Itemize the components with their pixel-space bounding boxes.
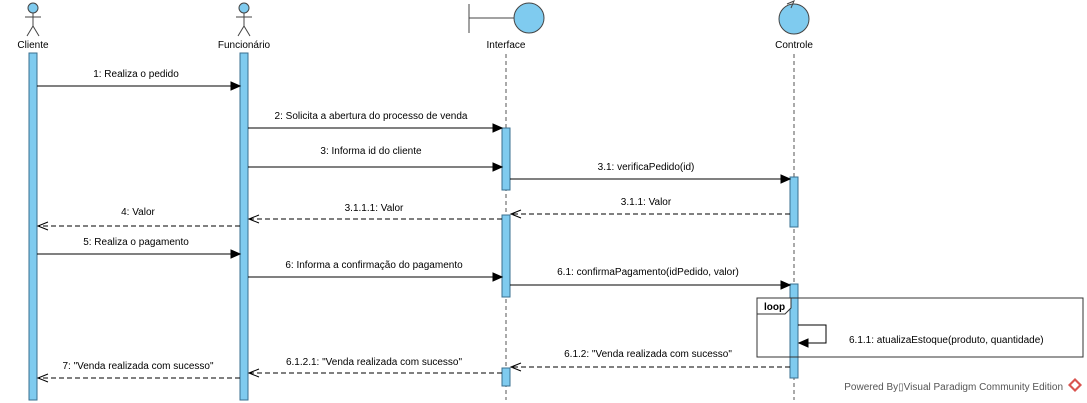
message-6-1-2-label: 6.1.2: "Venda realizada com sucesso" — [564, 349, 732, 360]
message-4-label: 4: Valor — [121, 207, 155, 218]
activation-bar-cliente — [28, 52, 38, 401]
message-6-1-label: 6.1: confirmaPagamento(idPedido, valor) — [557, 267, 739, 278]
watermark: Powered By▯Visual Paradigm Community Edi… — [844, 378, 1082, 393]
lifeline-label-cliente: Cliente — [17, 40, 49, 51]
boundary-icon — [468, 2, 545, 34]
message-6-1-1-label: 6.1.1: atualizaEstoque(produto, quantida… — [849, 335, 1044, 346]
message-3-1-1-1-label: 3.1.1.1: Valor — [345, 203, 404, 214]
message-1[interactable]: 1: Realiza o pedido — [37, 69, 242, 91]
activation-bar-funcionario — [239, 52, 249, 401]
actor-cliente[interactable]: Cliente — [17, 2, 49, 51]
message-5-label: 5: Realiza o pagamento — [83, 237, 189, 248]
actor-funcionario[interactable]: Funcionário — [218, 2, 271, 51]
lifeline-label-interface: Interface — [487, 40, 526, 51]
activation-bar-interface-3 — [501, 367, 511, 387]
message-2[interactable]: 2: Solicita a abertura do processo de ve… — [248, 111, 504, 133]
message-6-1-2-1-label: 6.1.2.1: "Venda realizada com sucesso" — [286, 357, 463, 368]
message-6-1[interactable]: 6.1: confirmaPagamento(idPedido, valor) — [510, 267, 792, 290]
message-3-1-1[interactable]: 3.1.1: Valor — [509, 197, 790, 219]
boundary-interface[interactable]: Interface — [468, 2, 545, 51]
message-6-1-1[interactable]: 6.1.1: atualizaEstoque(produto, quantida… — [797, 324, 1044, 348]
loop-fragment-label: loop — [764, 302, 785, 313]
watermark-text: Powered By▯Visual Paradigm Community Edi… — [844, 382, 1063, 393]
message-3-1-label: 3.1: verificaPedido(id) — [598, 162, 695, 173]
loop-fragment[interactable]: loop — [756, 297, 1084, 358]
lifeline-label-controle: Controle — [775, 40, 813, 51]
activation-bar-controle-2 — [789, 283, 799, 379]
message-4[interactable]: 4: Valor — [36, 207, 240, 231]
message-6-label: 6: Informa a confirmação do pagamento — [285, 260, 463, 271]
message-1-label: 1: Realiza o pedido — [93, 69, 179, 80]
activation-bar-interface-2 — [501, 214, 511, 298]
message-3-label: 3: Informa id do cliente — [320, 146, 422, 157]
message-6-1-2-1[interactable]: 6.1.2.1: "Venda realizada com sucesso" — [247, 357, 502, 378]
message-3-1-1-1[interactable]: 3.1.1.1: Valor — [247, 203, 502, 224]
message-6[interactable]: 6: Informa a confirmação do pagamento — [248, 260, 504, 282]
actor-icon — [236, 2, 252, 37]
control-icon — [778, 0, 810, 35]
message-5[interactable]: 5: Realiza o pagamento — [37, 237, 242, 259]
message-3-1-1-label: 3.1.1: Valor — [621, 197, 672, 208]
message-6-1-2[interactable]: 6.1.2: "Venda realizada com sucesso" — [509, 349, 790, 372]
activation-bar-controle-1 — [789, 176, 799, 228]
message-2-label: 2: Solicita a abertura do processo de ve… — [275, 111, 468, 122]
message-3[interactable]: 3: Informa id do cliente — [248, 146, 504, 172]
actor-icon — [25, 2, 41, 37]
control-controle[interactable]: Controle — [775, 0, 813, 51]
message-7-label: 7: "Venda realizada com sucesso" — [62, 361, 214, 372]
message-3-1[interactable]: 3.1: verificaPedido(id) — [510, 162, 792, 184]
visual-paradigm-logo-icon — [1068, 378, 1082, 392]
message-7[interactable]: 7: "Venda realizada com sucesso" — [36, 361, 240, 383]
lifeline-label-funcionario: Funcionário — [218, 40, 271, 51]
activation-bar-interface-1 — [501, 127, 511, 191]
